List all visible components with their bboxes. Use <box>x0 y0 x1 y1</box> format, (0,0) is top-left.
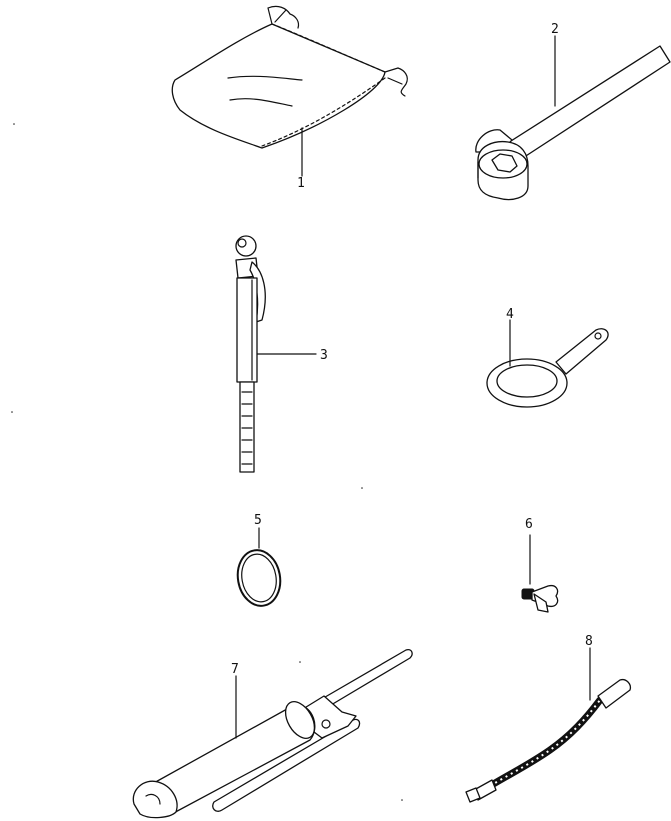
spanner-wrench: 4 <box>486 307 609 408</box>
grease-hose: 8 <box>465 634 632 803</box>
label-8: 8 <box>585 634 593 649</box>
label-7: 7 <box>231 662 239 677</box>
label-3: 3 <box>320 348 328 363</box>
wing-bolt: 6 <box>521 517 559 613</box>
label-6: 6 <box>525 517 533 532</box>
label-1: 1 <box>297 176 305 191</box>
scan-specks <box>11 123 403 801</box>
box-wrench: 2 <box>475 22 671 201</box>
label-4: 4 <box>506 307 514 322</box>
label-2: 2 <box>551 22 559 37</box>
tire-pressure-gauge: 3 <box>235 235 328 473</box>
label-5: 5 <box>254 513 262 528</box>
o-ring: 5 <box>236 513 282 607</box>
grease-gun: 7 <box>132 648 413 819</box>
tool-bag: 1 <box>171 5 408 191</box>
